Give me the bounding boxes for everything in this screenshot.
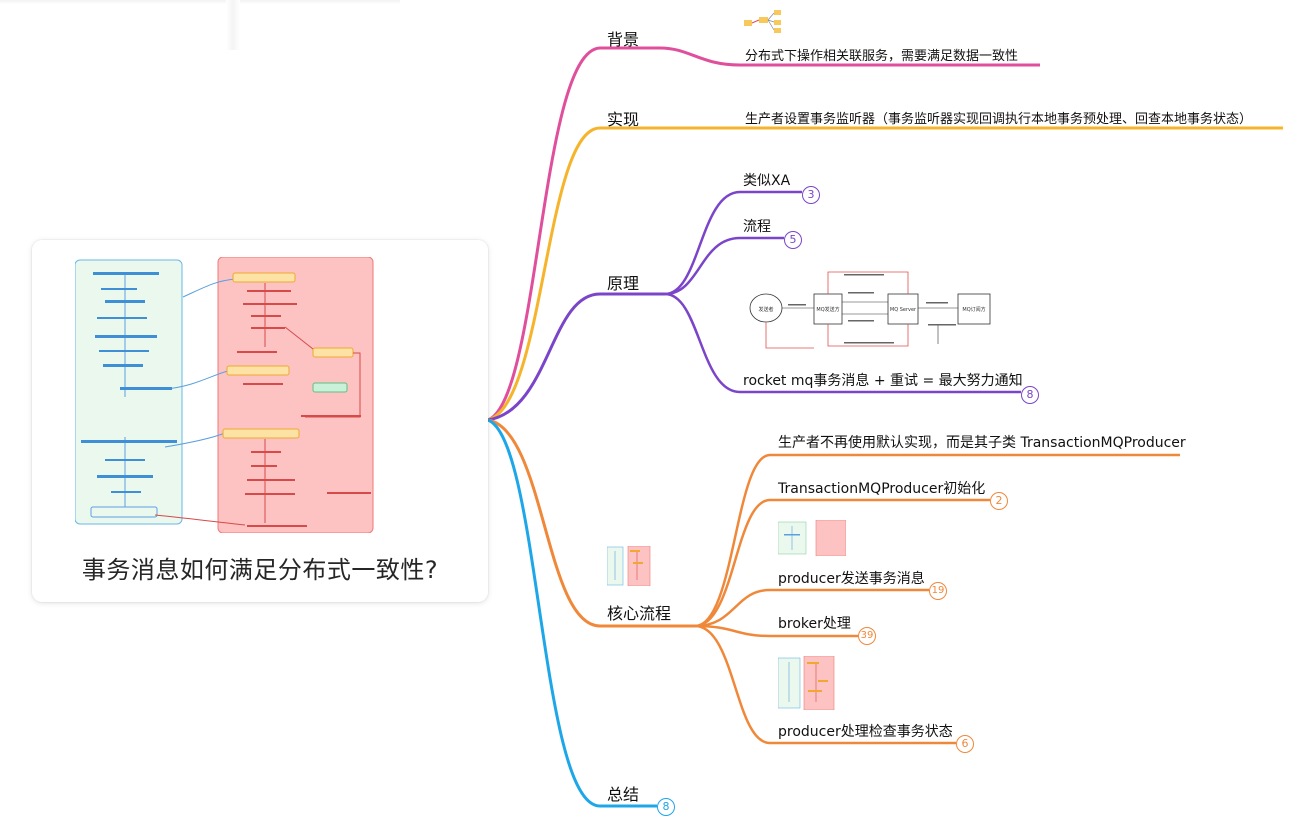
edge-background <box>487 46 1040 422</box>
root-title: 事务消息如何满足分布式一致性? <box>81 556 439 584</box>
core-item-send[interactable]: producer发送事务消息 <box>778 571 925 587</box>
core-item-broker-count[interactable]: 39 <box>858 627 876 645</box>
principle-diagram-label-sender: 发送者 <box>758 306 773 313</box>
core-item-check-count[interactable]: 6 <box>956 735 974 753</box>
core-mini-image <box>607 546 651 586</box>
background-leaf[interactable]: 分布式下操作相关联服务，需要满足数据一致性 <box>745 49 1019 64</box>
edge-principle-rocket <box>664 292 1021 394</box>
edge-core-5 <box>694 624 956 745</box>
principle-item-flow[interactable]: 流程 <box>743 219 771 235</box>
top-shadow-artifact-2 <box>226 0 240 50</box>
root-node[interactable]: 事务消息如何满足分布式一致性? <box>32 240 488 602</box>
principle-diagram-label-server: MQ Server <box>890 307 917 313</box>
branch-implementation-label[interactable]: 实现 <box>607 110 640 129</box>
core-check-mini-image <box>778 656 835 710</box>
branch-principle-label[interactable]: 原理 <box>607 274 640 293</box>
principle-item-rocket-count[interactable]: 8 <box>1021 386 1039 404</box>
branch-background-label[interactable]: 背景 <box>607 30 640 49</box>
top-shadow-artifact <box>0 0 400 4</box>
edge-core-3 <box>694 588 929 628</box>
branch-summary-label[interactable]: 总结 <box>607 785 640 804</box>
implementation-leaf[interactable]: 生产者设置事务监听器（事务监听器实现回调执行本地事务预处理、回查本地事务状态） <box>745 112 1253 127</box>
edge-principle <box>487 292 665 422</box>
principle-item-flow-count[interactable]: 5 <box>784 231 802 249</box>
edge-principle-flow <box>664 236 784 296</box>
principle-item-rocket[interactable]: rocket mq事务消息 + 重试 = 最大努力通知 <box>743 373 1023 389</box>
principle-diagram-label-consumer: MQ订阅方 <box>962 306 985 313</box>
background-mini-image <box>744 10 781 33</box>
principle-item-xa-count[interactable]: 3 <box>802 186 820 204</box>
edge-core-2 <box>694 498 990 628</box>
root-flow-diagram-image <box>75 257 374 533</box>
edge-principle-xa <box>664 190 802 296</box>
core-item-init-count[interactable]: 2 <box>990 492 1008 510</box>
core-item-init[interactable]: TransactionMQProducer初始化 <box>778 481 986 497</box>
principle-architecture-diagram: 发送者 MQ发送方 MQ Server MQ订阅方 <box>749 271 991 349</box>
branch-core-label[interactable]: 核心流程 <box>607 604 672 623</box>
branch-summary-count[interactable]: 8 <box>657 798 675 816</box>
core-item-broker[interactable]: broker处理 <box>778 616 851 632</box>
principle-diagram-label-producer: MQ发送方 <box>816 306 839 313</box>
edge-core-4 <box>694 624 858 638</box>
core-item-producer-subclass[interactable]: 生产者不再使用默认实现，而是其子类 TransactionMQProducer <box>778 435 1186 451</box>
principle-item-xa[interactable]: 类似XA <box>743 173 791 189</box>
edge-summary <box>487 418 657 808</box>
edge-implementation <box>487 126 1283 422</box>
core-item-check[interactable]: producer处理检查事务状态 <box>778 724 953 740</box>
edge-core <box>487 418 695 628</box>
core-send-mini-image <box>778 520 846 556</box>
edge-core-1 <box>694 453 1180 628</box>
core-item-send-count[interactable]: 19 <box>929 582 947 600</box>
